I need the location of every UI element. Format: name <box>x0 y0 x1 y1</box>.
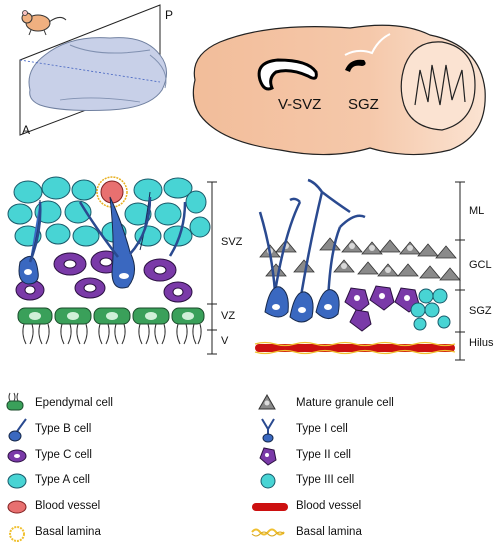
sgz-label: SGZ <box>348 96 379 113</box>
vsvz-region-outline <box>257 58 318 91</box>
legend-item-basal-lamina-left: Basal lamina <box>35 526 101 538</box>
sgz-niche-illustration <box>254 178 465 361</box>
svz-niche-panel: SVZ VZ V <box>0 172 250 362</box>
svz-layer-label: SVZ <box>221 236 243 248</box>
basal-lamina-wave-icon <box>251 528 285 537</box>
legend-item-mature-granule: Mature granule cell <box>296 397 394 409</box>
gcl-layer-label: GCL <box>469 259 492 271</box>
ependymal-cell-icon <box>6 392 24 411</box>
type-b-cell-icon <box>8 418 27 442</box>
legend-item-type-b: Type B cell <box>35 423 92 435</box>
brain-3d-illustration <box>19 4 167 136</box>
sgz-niche-panel: ML GCL SGZ Hilus <box>250 172 500 362</box>
cerebellum <box>400 41 476 131</box>
basal-lamina-ring-icon <box>9 526 25 542</box>
blood-vessel-round-icon <box>7 500 27 514</box>
legend-item-ependymal: Ependymal cell <box>35 397 113 409</box>
sagittal-brain-illustration <box>192 24 486 156</box>
sagittal-brain-panel: V-SVZ SGZ <box>180 10 495 170</box>
legend-right: Mature granule cell Type I cell Type II … <box>250 385 500 553</box>
v-layer-label: V <box>221 335 229 347</box>
legend-item-type-iii: Type III cell <box>296 474 355 486</box>
legend-item-type-i: Type I cell <box>296 423 348 435</box>
type-c-cell-icon <box>7 449 27 463</box>
legend-item-type-a: Type A cell <box>35 474 90 486</box>
mouse-icon <box>21 10 67 36</box>
plane-label-a: A <box>22 123 31 137</box>
legend-item-type-ii: Type II cell <box>296 449 351 461</box>
type-iii-cell-icon <box>260 473 276 489</box>
type-ii-cell-icon <box>259 447 277 466</box>
brain-3d-shape <box>28 37 167 111</box>
plane-label-p: P <box>165 8 174 22</box>
brain-3d-panel: A P <box>0 0 200 145</box>
vsvz-label: V-SVZ <box>278 96 322 113</box>
mature-granule-cell-icon <box>258 393 276 410</box>
sgz-region-outline <box>345 59 366 72</box>
type-a-cell-icon <box>7 473 27 489</box>
vz-layer-label: VZ <box>221 310 236 322</box>
legend-item-type-c: Type C cell <box>35 449 92 461</box>
legend-item-blood-vessel-left: Blood vessel <box>35 500 101 512</box>
sgz-layer-label: SGZ <box>469 305 492 317</box>
type-i-cell-icon <box>261 418 275 443</box>
hilus-layer-label: Hilus <box>469 337 494 349</box>
blood-vessel-bar-icon <box>252 503 288 511</box>
ml-layer-label: ML <box>469 205 485 217</box>
legend-item-blood-vessel-right: Blood vessel <box>296 500 362 512</box>
legend-item-basal-lamina-right: Basal lamina <box>296 526 362 538</box>
legend-left: Ependymal cell Type B cell Type C cell T… <box>0 385 250 553</box>
svz-niche-illustration <box>7 176 217 355</box>
